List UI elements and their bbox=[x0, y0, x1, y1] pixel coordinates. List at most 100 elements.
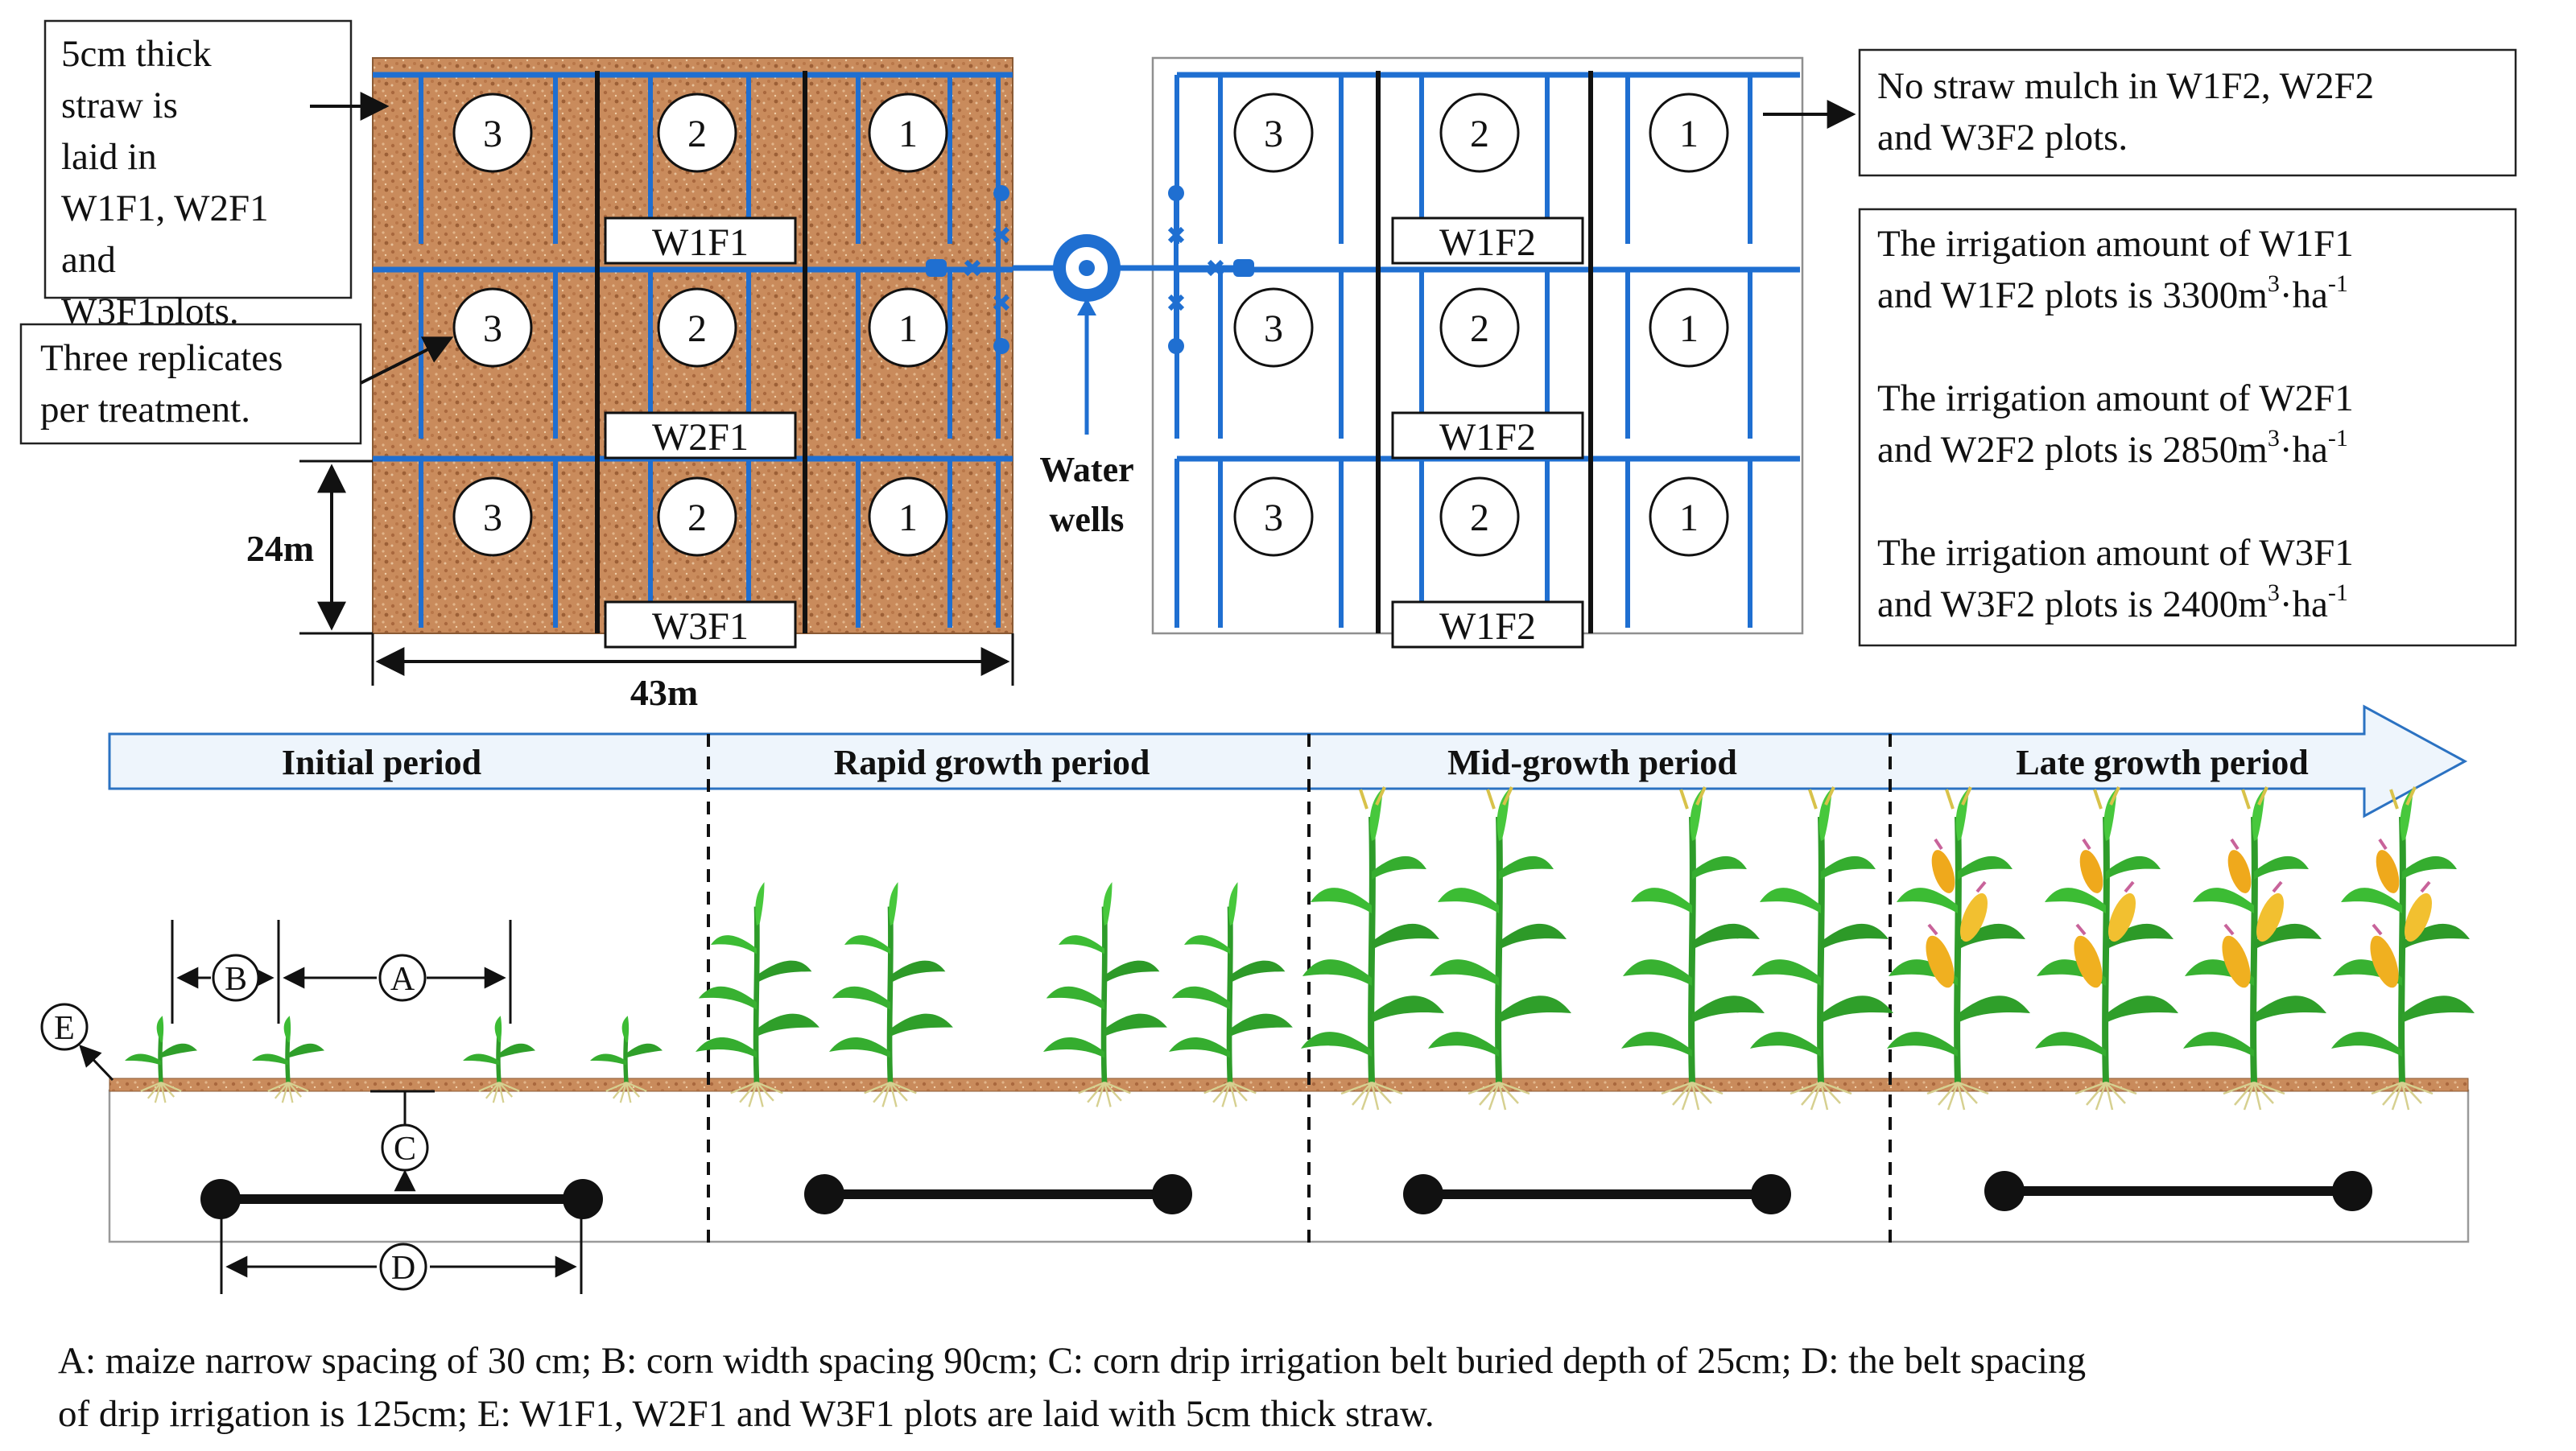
replicate-marker: 3 bbox=[452, 287, 533, 368]
irrigation-line: The irrigation amount of W1F1 bbox=[1877, 223, 2354, 265]
maize-plant bbox=[2183, 787, 2326, 1110]
drip-belt bbox=[200, 1179, 603, 1219]
svg-text:1: 1 bbox=[1679, 113, 1699, 155]
maize-plant bbox=[1043, 882, 1167, 1107]
replicate-marker: 1 bbox=[868, 287, 948, 368]
svg-text:2: 2 bbox=[687, 497, 707, 539]
svg-text:E: E bbox=[54, 1010, 75, 1047]
irrigation-amounts: The irrigation amount of W1F1 and W1F2 pl… bbox=[1877, 223, 2354, 625]
period-label: Initial period bbox=[282, 743, 481, 782]
svg-text:W1F2: W1F2 bbox=[1439, 221, 1536, 264]
period-label: Rapid growth period bbox=[834, 743, 1150, 782]
replicate-marker: 3 bbox=[452, 476, 533, 557]
replicate-marker: 1 bbox=[1649, 476, 1729, 557]
svg-text:2: 2 bbox=[1470, 307, 1489, 350]
svg-text:W3F1: W3F1 bbox=[652, 605, 749, 648]
replicate-marker: 1 bbox=[1649, 93, 1729, 173]
maize-plants bbox=[125, 787, 2475, 1110]
dimension-height: 24m bbox=[246, 460, 373, 635]
svg-text:2: 2 bbox=[687, 307, 707, 350]
irrigation-line: and W3F2 plots is 2400m3·ha-1 bbox=[1877, 579, 2348, 625]
replicate-marker: 3 bbox=[1233, 287, 1314, 368]
straw-layer bbox=[109, 1078, 2469, 1092]
replicate-marker: 2 bbox=[1439, 287, 1520, 368]
svg-text:1: 1 bbox=[898, 113, 918, 155]
svg-text:C: C bbox=[394, 1131, 416, 1168]
drip-belt bbox=[804, 1174, 1192, 1214]
maize-plant bbox=[1887, 787, 2030, 1110]
svg-text:of drip irrigation is 125cm; E: of drip irrigation is 125cm; E: W1F1, W2… bbox=[58, 1393, 1435, 1435]
replicate-marker: 2 bbox=[657, 476, 737, 557]
replicate-marker: 1 bbox=[868, 93, 948, 173]
maize-plant bbox=[1750, 787, 1893, 1110]
maize-plant bbox=[2035, 787, 2178, 1110]
irrigation-line: and W1F2 plots is 3300m3·ha-1 bbox=[1877, 270, 2348, 316]
svg-text:3: 3 bbox=[483, 497, 502, 539]
svg-text:A: A bbox=[390, 961, 415, 998]
callout-irrigation: The irrigation amount of W1F1 and W1F2 pl… bbox=[1858, 208, 2517, 647]
maize-plant bbox=[2331, 787, 2475, 1110]
drip-pipes-right bbox=[1174, 72, 1800, 628]
svg-text:W1F2: W1F2 bbox=[1439, 605, 1536, 648]
svg-text:1: 1 bbox=[1679, 307, 1699, 350]
svg-text:1: 1 bbox=[898, 307, 918, 350]
figure-caption: A: maize narrow spacing of 30 cm; B: cor… bbox=[58, 1340, 2086, 1435]
replicate-marker: 1 bbox=[1649, 287, 1729, 368]
drip-belts bbox=[200, 1171, 2372, 1219]
marker-a: A bbox=[378, 954, 427, 1002]
svg-text:1: 1 bbox=[1679, 497, 1699, 539]
marker-d: D bbox=[379, 1243, 427, 1291]
replicate-marker: 2 bbox=[657, 93, 737, 173]
water-well-icon bbox=[1053, 234, 1121, 435]
drip-belt bbox=[1403, 1174, 1791, 1214]
svg-text:3: 3 bbox=[1264, 307, 1283, 350]
marker-e: E bbox=[40, 1003, 114, 1082]
height-label: 24m bbox=[246, 528, 314, 569]
maize-plant bbox=[696, 882, 819, 1107]
spacing-annotations: B A E C D bbox=[40, 920, 583, 1294]
replicate-marker: 2 bbox=[1439, 93, 1520, 173]
marker-c: C bbox=[381, 1123, 429, 1172]
drip-belt bbox=[1984, 1171, 2372, 1211]
replicate-marker: 3 bbox=[1233, 93, 1314, 173]
soil-box bbox=[108, 1089, 2470, 1243]
plot-label: W2F1 bbox=[604, 411, 797, 460]
maize-plant bbox=[829, 882, 953, 1107]
plot-label: W1F1 bbox=[604, 216, 797, 265]
plot-label: W1F2 bbox=[1391, 216, 1584, 265]
replicate-marker: 2 bbox=[1439, 476, 1520, 557]
maize-plant bbox=[1621, 787, 1765, 1110]
irrigation-line: The irrigation amount of W2F1 bbox=[1877, 377, 2354, 419]
irrigation-line: The irrigation amount of W3F1 bbox=[1877, 532, 2354, 574]
width-label: 43m bbox=[630, 672, 698, 713]
svg-text:3: 3 bbox=[1264, 113, 1283, 155]
irrigation-line: and W2F2 plots is 2850m3·ha-1 bbox=[1877, 425, 2348, 471]
maize-plant bbox=[1301, 787, 1444, 1110]
replicate-marker: 3 bbox=[1233, 476, 1314, 557]
svg-text:B: B bbox=[225, 961, 247, 998]
marker-b: B bbox=[212, 954, 260, 1002]
svg-text:2: 2 bbox=[687, 113, 707, 155]
plot-label: W1F2 bbox=[1391, 411, 1584, 460]
svg-text:W1F2: W1F2 bbox=[1439, 416, 1536, 459]
plot-label: W3F1 bbox=[604, 600, 797, 649]
svg-text:D: D bbox=[391, 1250, 415, 1287]
svg-text:1: 1 bbox=[898, 497, 918, 539]
plot-label: W1F2 bbox=[1391, 600, 1584, 649]
dimension-width: 43m bbox=[371, 633, 1014, 713]
svg-text:3: 3 bbox=[483, 113, 502, 155]
